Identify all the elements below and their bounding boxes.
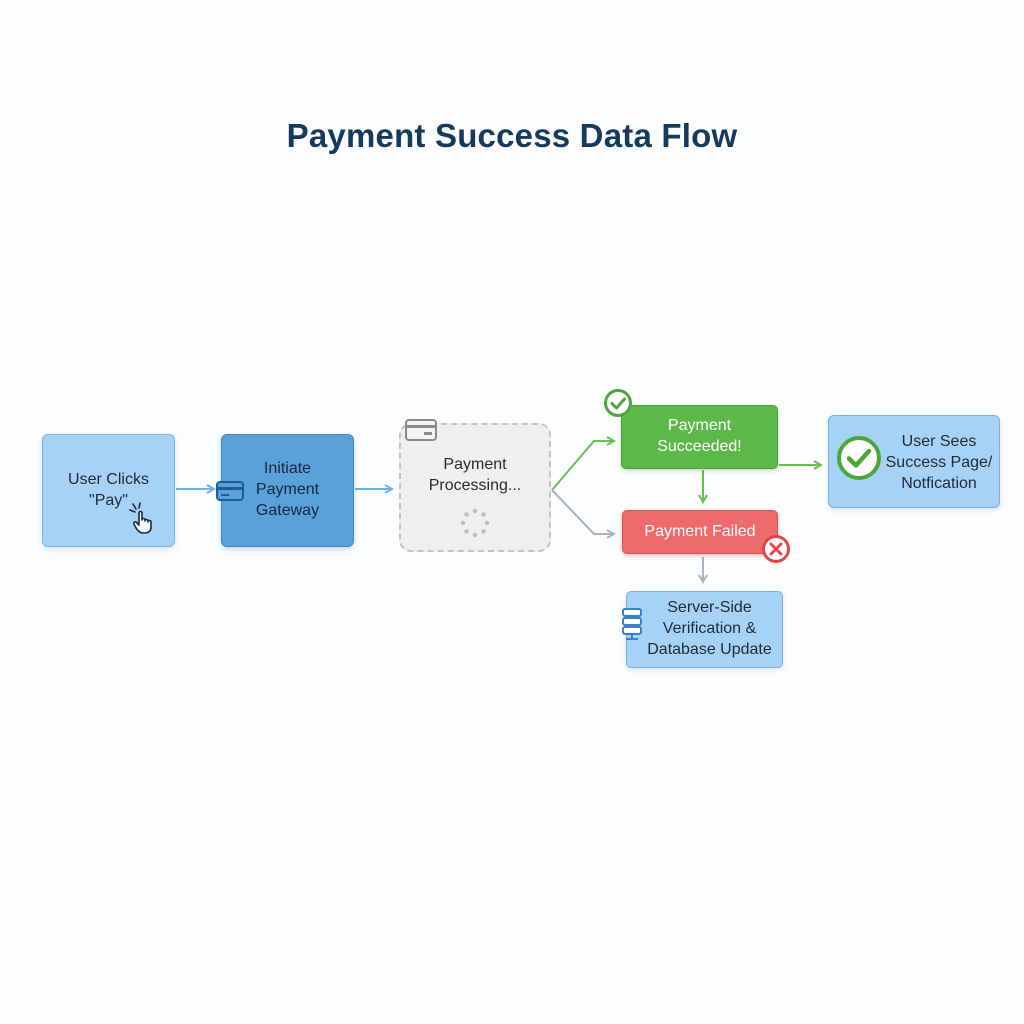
node-user-clicks-pay: User Clicks "Pay" [42, 434, 175, 547]
diagram-title: Payment Success Data Flow [286, 117, 738, 154]
node-label: Payment Succeeded! [657, 417, 742, 455]
edge-processing-to-succeeded [551, 441, 614, 491]
server-database-icon [622, 608, 642, 640]
node-server-side-verification: Server-Side Verification & Database Upda… [626, 591, 783, 668]
edge-processing-to-failed [551, 489, 614, 534]
hand-pointer-icon [129, 502, 152, 534]
node-label: Initiate Payment Gateway [255, 460, 320, 519]
node-payment-failed: Payment Failed [622, 510, 778, 554]
node-label: User Clicks "Pay" [68, 470, 149, 509]
node-payment-succeeded: Payment Succeeded! [621, 405, 778, 469]
node-label: User Sees Success Page/ Notfication [885, 433, 993, 492]
credit-card-icon [405, 419, 437, 441]
check-circle-icon [837, 436, 881, 480]
node-label: Server-Side Verification & Database Upda… [647, 599, 772, 658]
check-circle-icon [604, 389, 632, 417]
credit-card-icon [216, 481, 244, 501]
node-label: Payment Failed [644, 522, 756, 540]
node-user-sees-success-page: User Sees Success Page/ Notfication [828, 415, 1000, 508]
loading-spinner-icon [460, 508, 490, 537]
node-payment-processing: Payment Processing... [399, 423, 551, 552]
x-circle-icon [762, 535, 790, 563]
node-label: Payment Processing... [428, 456, 522, 494]
